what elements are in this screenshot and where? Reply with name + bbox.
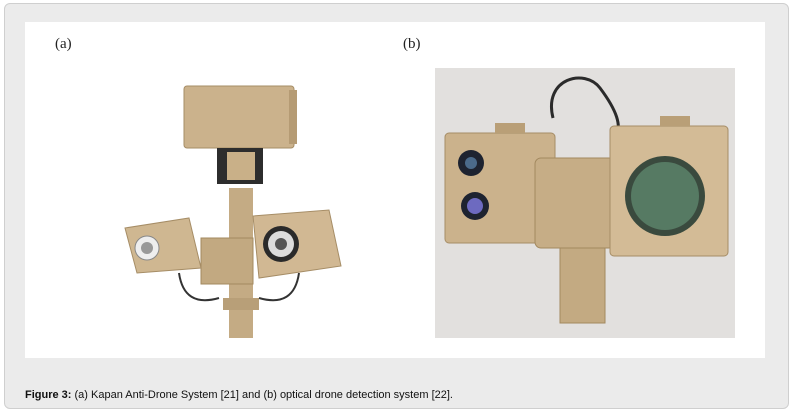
figure-container: (a) (b) xyxy=(4,3,789,409)
panel-a-label: (a) xyxy=(55,36,72,52)
figure-image-area: (a) (b) xyxy=(25,22,765,358)
optical-drone-detection-system-photo xyxy=(435,68,735,338)
figure-caption: Figure 3: (a) Kapan Anti-Drone System [2… xyxy=(25,389,453,401)
panel-b-label: (b) xyxy=(403,36,421,52)
kapan-anti-drone-system-photo xyxy=(89,68,389,338)
caption-text: (a) Kapan Anti-Drone System [21] and (b)… xyxy=(71,389,453,401)
caption-label: Figure 3: xyxy=(25,389,72,401)
